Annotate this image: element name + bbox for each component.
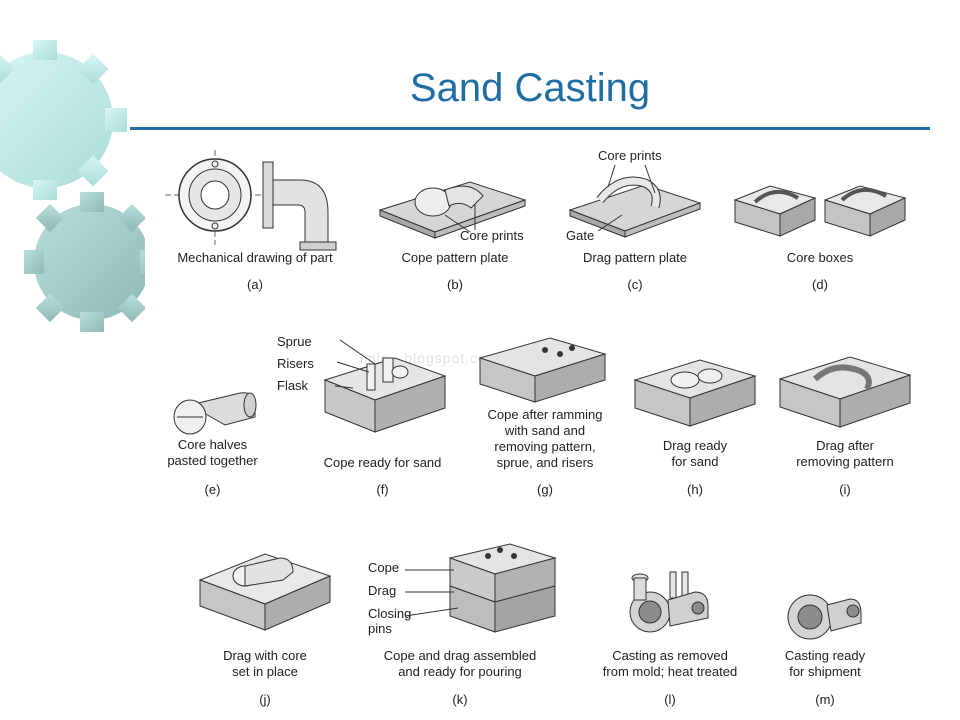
panel-h: Drag ready for sand (h) — [630, 350, 760, 500]
label-core-prints: Core prints — [460, 228, 524, 243]
cope-pattern-plate-illustration — [378, 181, 527, 239]
panel-caption: Casting as removed from mold; heat treat… — [602, 648, 738, 679]
panel-m: Casting ready for shipment (m) — [765, 585, 885, 710]
panel-i: Drag after removing pattern (i) — [775, 345, 915, 500]
drag-pattern-plate-illustration — [568, 164, 702, 238]
panel-caption: Cope and drag assembled and ready for po… — [383, 648, 537, 679]
panel-letter: (m) — [815, 692, 835, 707]
raw-casting-illustration — [629, 571, 709, 633]
panel-caption: Cope ready for sand — [323, 455, 442, 470]
panel-caption: Casting ready for shipment — [784, 648, 866, 679]
gear-icon — [24, 140, 160, 360]
panel-j: Drag with core set in place (j) — [195, 540, 335, 710]
finished-casting-illustration — [787, 594, 862, 640]
panel-letter: (g) — [537, 482, 553, 497]
panel-letter: (e) — [204, 482, 221, 497]
panel-d: Core boxes (d) — [730, 170, 910, 295]
cope-rammed-illustration — [478, 337, 607, 403]
panel-letter: (i) — [839, 482, 851, 497]
panel-caption: Mechanical drawing of part — [177, 250, 333, 265]
panel-caption: Cope after ramming with sand and removin… — [487, 407, 603, 470]
label-gate: Gate — [566, 228, 595, 243]
label-sprue: Sprue — [277, 334, 312, 349]
panel-b: Core prints Cope pattern plate (b) — [375, 160, 535, 295]
panel-letter: (b) — [447, 277, 463, 292]
panel-caption: Drag pattern plate — [582, 250, 688, 265]
label-risers: Risers — [277, 356, 314, 371]
panel-caption: Drag with core set in place — [223, 648, 307, 679]
panel-caption: Drag after removing pattern — [796, 438, 894, 469]
panel-k: Cope Drag Closing pins Cope and drag ass… — [360, 540, 560, 710]
cope-ready-illustration — [323, 339, 447, 433]
part-drawing-illustration — [165, 150, 337, 251]
slide-title: Sand Casting — [409, 66, 651, 110]
assembled-mold-illustration — [404, 543, 557, 633]
core-boxes-illustration — [733, 185, 907, 237]
panel-letter: (j) — [259, 692, 271, 707]
panel-letter: (c) — [627, 277, 643, 292]
title-underline — [130, 127, 930, 130]
panel-c: Core prints Gate Drag pattern plate (c) — [560, 145, 710, 295]
panel-e: Core halves pasted together (e) — [155, 385, 270, 500]
decorative-gears — [0, 40, 160, 360]
label-drag: Drag — [368, 583, 397, 598]
gear-icon — [0, 40, 127, 200]
label-closing-pins: Closing pins — [368, 606, 412, 636]
label-cope: Cope — [368, 560, 400, 575]
core-halves-illustration — [173, 392, 257, 435]
drag-ready-illustration — [633, 359, 757, 427]
panel-letter: (h) — [687, 482, 703, 497]
panel-letter: (a) — [247, 277, 263, 292]
panel-caption: Cope pattern plate — [401, 250, 509, 265]
panel-f: Sprue Risers Flask Cope ready for sand (… — [275, 330, 455, 500]
panel-letter: (d) — [812, 277, 828, 292]
label-flask: Flask — [277, 378, 309, 393]
drag-removed-pattern-illustration — [778, 356, 912, 428]
panel-a: Mechanical drawing of part (a) — [160, 150, 350, 295]
drag-with-core-illustration — [198, 553, 332, 631]
panel-caption: Core halves pasted together — [167, 437, 258, 468]
panel-l: Casting as removed from mold; heat treat… — [590, 570, 750, 710]
label-core-prints: Core prints — [598, 148, 662, 163]
panel-g: Cope after ramming with sand and removin… — [470, 330, 620, 500]
panel-letter: (k) — [452, 692, 468, 707]
panel-caption: Core boxes — [786, 250, 854, 265]
panel-letter: (f) — [376, 482, 389, 497]
panel-letter: (l) — [664, 692, 676, 707]
panel-caption: Drag ready for sand — [662, 438, 728, 469]
